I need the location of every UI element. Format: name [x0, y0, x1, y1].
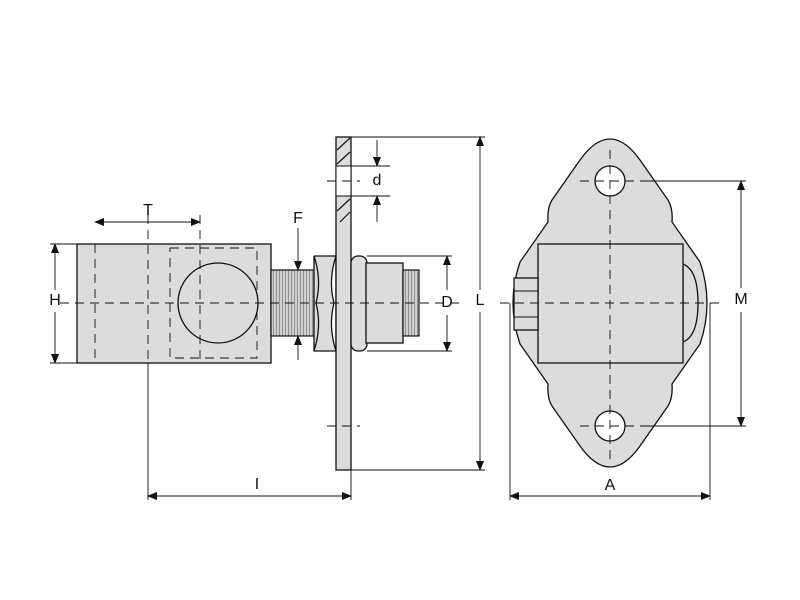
washer — [350, 255, 368, 352]
side-view — [60, 136, 460, 471]
dimension-labels: T F d H D L M I A — [49, 172, 747, 494]
label-H: H — [49, 292, 61, 309]
dimension-lines — [50, 136, 746, 500]
front-view — [500, 138, 720, 468]
label-D: D — [441, 294, 453, 311]
label-d: d — [373, 172, 382, 189]
hex-nut — [313, 255, 337, 352]
body — [537, 243, 684, 364]
label-I: I — [255, 476, 259, 493]
label-F: F — [293, 210, 303, 227]
nut-front — [513, 277, 539, 331]
label-T: T — [143, 202, 153, 219]
label-L: L — [476, 292, 485, 309]
label-M: M — [734, 291, 747, 308]
label-A: A — [605, 477, 616, 494]
